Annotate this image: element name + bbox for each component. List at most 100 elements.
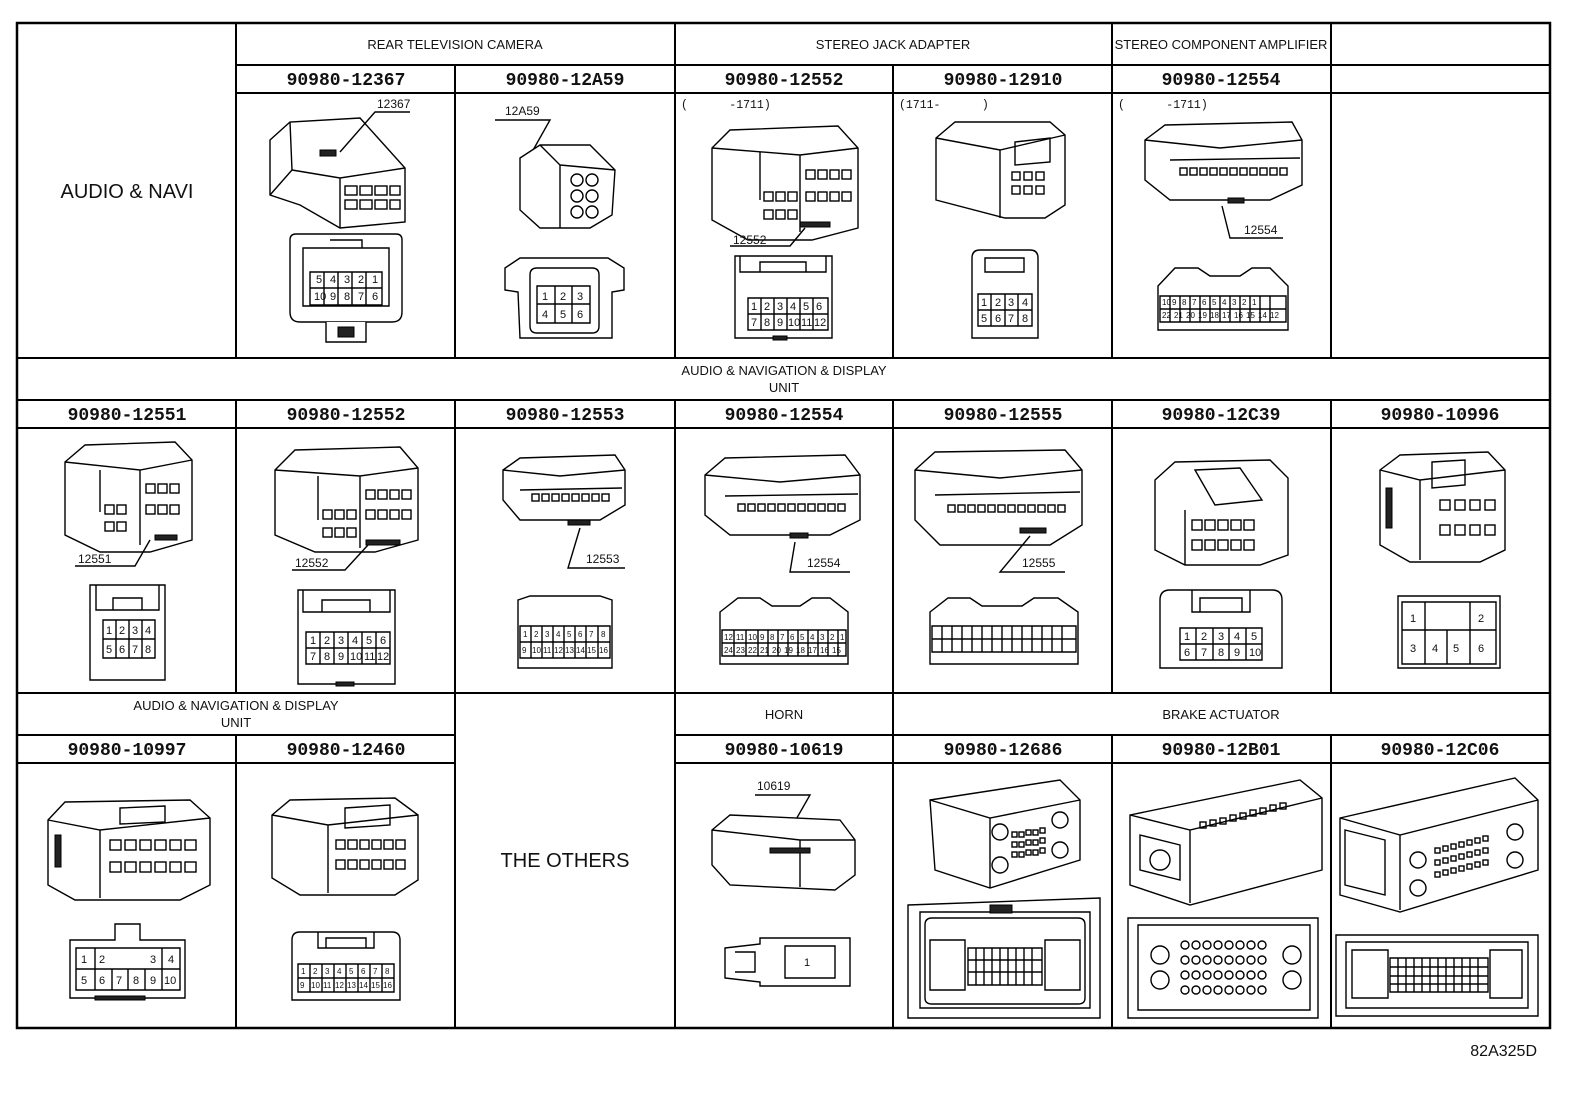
svg-text:6: 6 <box>790 633 795 642</box>
callout-label: 12552 <box>295 556 329 570</box>
svg-text:16: 16 <box>820 646 829 655</box>
svg-text:4: 4 <box>790 301 796 313</box>
svg-text:15: 15 <box>1246 311 1255 320</box>
svg-text:3: 3 <box>1232 298 1237 307</box>
svg-text:6: 6 <box>578 630 583 639</box>
part-number: 90980-12686 <box>944 741 1063 761</box>
svg-text:7: 7 <box>310 651 316 663</box>
section-audio-nav-display-subtitle: UNIT <box>769 380 799 395</box>
part-number: 90980-10619 <box>725 741 844 761</box>
svg-text:5: 5 <box>567 630 572 639</box>
section-the-others: THE OTHERS <box>501 850 630 872</box>
callout-label: 12554 <box>807 556 841 570</box>
svg-text:21: 21 <box>1174 311 1183 320</box>
svg-text:10: 10 <box>1249 647 1261 659</box>
part-number: 90980-12A59 <box>506 71 625 91</box>
table-grid <box>15 21 1552 1030</box>
svg-text:10: 10 <box>311 981 320 990</box>
svg-text:8: 8 <box>1218 647 1224 659</box>
svg-text:3: 3 <box>1218 631 1224 643</box>
part-number: 90980-10997 <box>68 741 187 761</box>
row2-part-numbers: 90980-12551 90980-12552 90980-12553 9098… <box>68 406 1500 426</box>
part-number: 90980-12552 <box>725 71 844 91</box>
svg-text:2: 2 <box>995 297 1001 309</box>
section-audio-navi: AUDIO & NAVI <box>61 181 194 203</box>
svg-text:13: 13 <box>347 981 356 990</box>
connector-12B01-drawing <box>1127 779 1323 1019</box>
part-number: 90980-12552 <box>287 406 406 426</box>
svg-text:11: 11 <box>543 646 552 655</box>
connector-10619-drawing: 10619 1 <box>711 779 856 987</box>
svg-text:3: 3 <box>1008 297 1014 309</box>
svg-text:4: 4 <box>556 630 561 639</box>
date-range: (1711- ) <box>899 99 989 112</box>
svg-text:8: 8 <box>324 651 330 663</box>
svg-text:1: 1 <box>804 957 810 969</box>
svg-text:3: 3 <box>820 633 825 642</box>
date-range: ( -1711) <box>1118 99 1208 112</box>
svg-text:17: 17 <box>808 646 817 655</box>
section-audio-nav-display-title-2: AUDIO & NAVIGATION & DISPLAY <box>133 698 338 713</box>
svg-text:10: 10 <box>788 317 800 329</box>
svg-text:10: 10 <box>314 291 326 303</box>
svg-text:4: 4 <box>145 625 151 637</box>
svg-text:2: 2 <box>324 635 330 647</box>
callout-label: 12551 <box>78 552 112 566</box>
svg-text:18: 18 <box>1210 311 1219 320</box>
svg-text:5: 5 <box>106 644 112 656</box>
svg-text:19: 19 <box>1198 311 1207 320</box>
callout-label: 10619 <box>757 779 791 793</box>
svg-text:5: 5 <box>1453 643 1459 655</box>
svg-text:10: 10 <box>164 975 176 987</box>
part-number: 90980-12367 <box>287 71 406 91</box>
row3-part-numbers: 90980-10997 90980-12460 90980-10619 9098… <box>68 741 1500 761</box>
svg-text:2: 2 <box>560 291 566 303</box>
svg-text:5: 5 <box>81 975 87 987</box>
svg-text:7: 7 <box>116 975 122 987</box>
svg-text:12: 12 <box>724 633 733 642</box>
svg-text:3: 3 <box>325 967 330 976</box>
svg-text:5: 5 <box>1212 298 1217 307</box>
svg-text:6: 6 <box>119 644 125 656</box>
svg-text:22: 22 <box>748 646 757 655</box>
svg-text:1: 1 <box>523 630 528 639</box>
svg-text:9: 9 <box>760 633 765 642</box>
svg-text:13: 13 <box>565 646 574 655</box>
svg-text:1: 1 <box>840 633 845 642</box>
part-number: 90980-12C39 <box>1162 406 1281 426</box>
svg-text:7: 7 <box>1201 647 1207 659</box>
callout-label: 12554 <box>1244 223 1278 237</box>
svg-text:18: 18 <box>796 646 805 655</box>
svg-text:14: 14 <box>359 981 368 990</box>
svg-text:2: 2 <box>358 274 364 286</box>
svg-text:14: 14 <box>1258 311 1267 320</box>
row1-part-numbers: 90980-12367 90980-12A59 90980-12552 9098… <box>287 71 1281 91</box>
svg-text:9: 9 <box>338 651 344 663</box>
section-brake-actuator: BRAKE ACTUATOR <box>1162 707 1279 722</box>
svg-text:1: 1 <box>1252 298 1257 307</box>
svg-text:4: 4 <box>330 274 336 286</box>
svg-text:2: 2 <box>1242 298 1247 307</box>
svg-text:1: 1 <box>1410 613 1416 625</box>
callout-label: 12367 <box>377 97 411 111</box>
svg-text:12: 12 <box>1270 311 1279 320</box>
svg-text:3: 3 <box>1410 643 1416 655</box>
callout-label: 12553 <box>586 552 620 566</box>
svg-text:22: 22 <box>1162 311 1171 320</box>
part-number: 90980-12555 <box>944 406 1063 426</box>
date-range: ( -1711) <box>681 99 771 112</box>
svg-text:5: 5 <box>349 967 354 976</box>
svg-text:20: 20 <box>1186 311 1195 320</box>
svg-text:2: 2 <box>1478 613 1484 625</box>
svg-text:10: 10 <box>350 651 362 663</box>
svg-text:15: 15 <box>832 646 841 655</box>
